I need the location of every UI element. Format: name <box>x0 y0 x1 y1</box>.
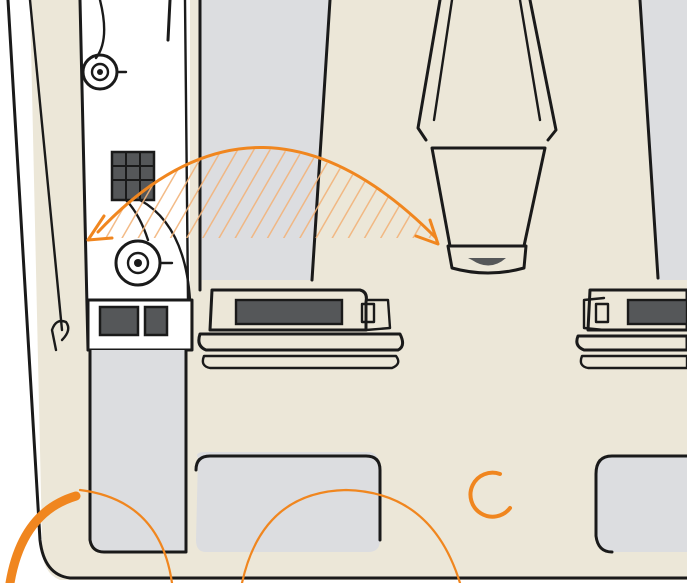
seat-cushion-center <box>196 452 380 552</box>
seat-back-column <box>90 350 185 552</box>
seat-cushion-right <box>596 456 687 552</box>
control-button-small <box>145 307 167 335</box>
control-button-large <box>100 307 138 335</box>
